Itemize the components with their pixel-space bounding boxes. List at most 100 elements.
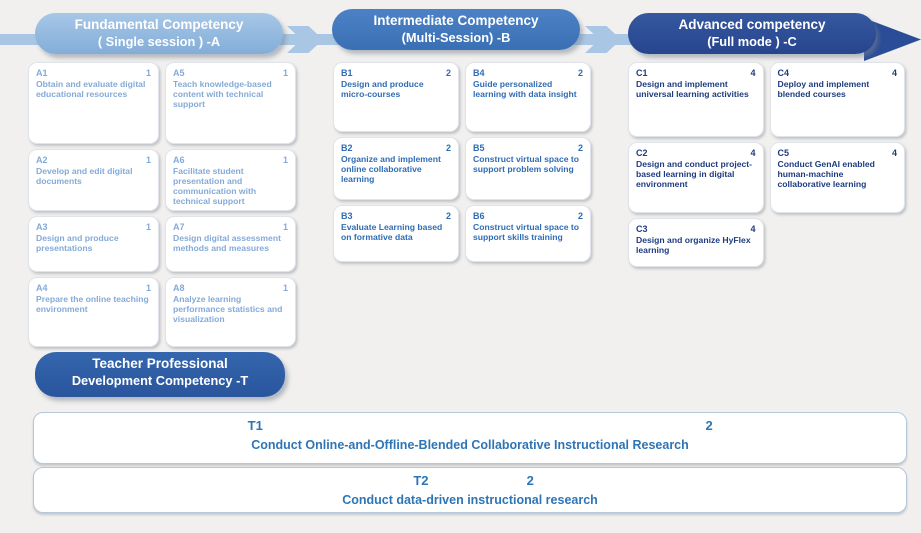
card-desc: Design and produce micro-courses [341, 79, 424, 100]
card-code: A6 [173, 155, 185, 165]
t-row-code: T1 [247, 418, 263, 433]
t-row-t2: T2 2 Conduct data-driven instructional r… [33, 467, 907, 513]
card-head: B4 2 [473, 68, 583, 78]
card-points: 2 [577, 68, 583, 78]
card-points: 1 [282, 68, 288, 78]
card-b5: B5 2 Construct virtual space to support p… [465, 137, 591, 200]
card-code: B5 [473, 143, 485, 153]
card-points: 4 [891, 68, 897, 78]
card-head: C3 4 [636, 224, 756, 234]
card-a8: A8 1 Analyze learning performance statist… [165, 277, 296, 347]
header-teacher-professional-development: Teacher Professional Development Compete… [35, 352, 285, 397]
header-intermediate-competency: Intermediate Competency (Multi-Session) … [332, 9, 580, 50]
card-head: C4 4 [778, 68, 898, 78]
card-code: A2 [36, 155, 48, 165]
card-points: 1 [145, 155, 151, 165]
card-desc: Obtain and evaluate digital educational … [36, 79, 146, 100]
header-title: Teacher Professional [92, 356, 228, 371]
card-points: 1 [282, 283, 288, 293]
t-row-points: 2 [705, 418, 713, 433]
t-row-title: Conduct data-driven instructional resear… [342, 493, 598, 507]
card-points: 1 [145, 68, 151, 78]
card-head: B1 2 [341, 68, 451, 78]
card-desc: Design and organize HyFlex learning [636, 235, 751, 256]
card-desc: Design and produce presentations [36, 233, 119, 254]
card-points: 2 [445, 211, 451, 221]
card-code: A7 [173, 222, 185, 232]
card-code: A3 [36, 222, 48, 232]
card-code: A1 [36, 68, 48, 78]
card-points: 4 [891, 148, 897, 158]
card-desc: Construct virtual space to support probl… [473, 154, 580, 175]
card-head: A5 1 [173, 68, 288, 78]
card-code: B6 [473, 211, 485, 221]
card-code: C5 [777, 148, 790, 158]
card-code: A5 [173, 68, 185, 78]
card-points: 2 [445, 143, 451, 153]
card-points: 1 [282, 155, 288, 165]
card-desc: Organize and implement online collaborat… [341, 154, 441, 185]
header-advanced-competency: Advanced competency (Full mode ) -C [628, 13, 876, 54]
header-title: Fundamental Competency [74, 17, 244, 32]
column-intermediate: B1 2 Design and produce micro-courses B4 2… [333, 62, 591, 262]
card-c3: C3 4 Design and organize HyFlex learning [628, 218, 764, 267]
t-row-title: Conduct Online-and-Offline-Blended Colla… [251, 438, 689, 452]
card-b3: B3 2 Evaluate Learning based on formative… [333, 205, 459, 262]
header-title: Advanced competency [678, 17, 826, 32]
card-desc: Analyze learning performance statistics … [173, 294, 283, 325]
card-a1: A1 1 Obtain and evaluate digital educatio… [28, 62, 159, 144]
card-points: 2 [445, 68, 451, 78]
header-subtitle: (Multi-Session) -B [401, 29, 511, 45]
card-points: 4 [750, 224, 756, 234]
card-code: C4 [777, 68, 790, 78]
card-desc: Design and implement universal learning … [636, 79, 749, 100]
column-fundamental: A1 1 Obtain and evaluate digital educatio… [28, 62, 296, 347]
card-desc: Prepare the online teaching environment [36, 294, 149, 315]
t-row-points: 2 [526, 473, 534, 488]
card-head: A8 1 [173, 283, 288, 293]
card-desc: Construct virtual space to support skill… [473, 222, 580, 243]
header-fundamental-competency: Fundamental Competency ( Single session … [35, 13, 283, 54]
card-code: A4 [36, 283, 48, 293]
card-desc: Guide personalized learning with data in… [473, 79, 577, 100]
card-head: C5 4 [778, 148, 898, 158]
card-code: B1 [341, 68, 353, 78]
card-points: 2 [577, 143, 583, 153]
card-head: A1 1 [36, 68, 151, 78]
card-desc: Develop and edit digital documents [36, 166, 133, 187]
card-code: B4 [473, 68, 485, 78]
card-head: A2 1 [36, 155, 151, 165]
card-a5: A5 1 Teach knowledge-based content with t… [165, 62, 296, 144]
header-title: Intermediate Competency [373, 13, 539, 28]
card-head: A6 1 [173, 155, 288, 165]
t-row-t1: T1 2 Conduct Online-and-Offline-Blended … [33, 412, 907, 464]
card-code: A8 [173, 283, 185, 293]
card-a2: A2 1 Develop and edit digital documents [28, 149, 159, 211]
card-points: 4 [750, 68, 756, 78]
header-subtitle: ( Single session ) -A [97, 33, 221, 49]
card-head: B5 2 [473, 143, 583, 153]
header-subtitle: (Full mode ) -C [707, 33, 797, 49]
card-code: C3 [636, 224, 648, 234]
card-code: C2 [636, 148, 648, 158]
t-row-code: T2 [413, 473, 429, 488]
card-desc: Evaluate Learning based on formative dat… [341, 222, 443, 243]
card-desc: Teach knowledge-based content with techn… [173, 79, 272, 110]
card-code: B3 [341, 211, 353, 221]
